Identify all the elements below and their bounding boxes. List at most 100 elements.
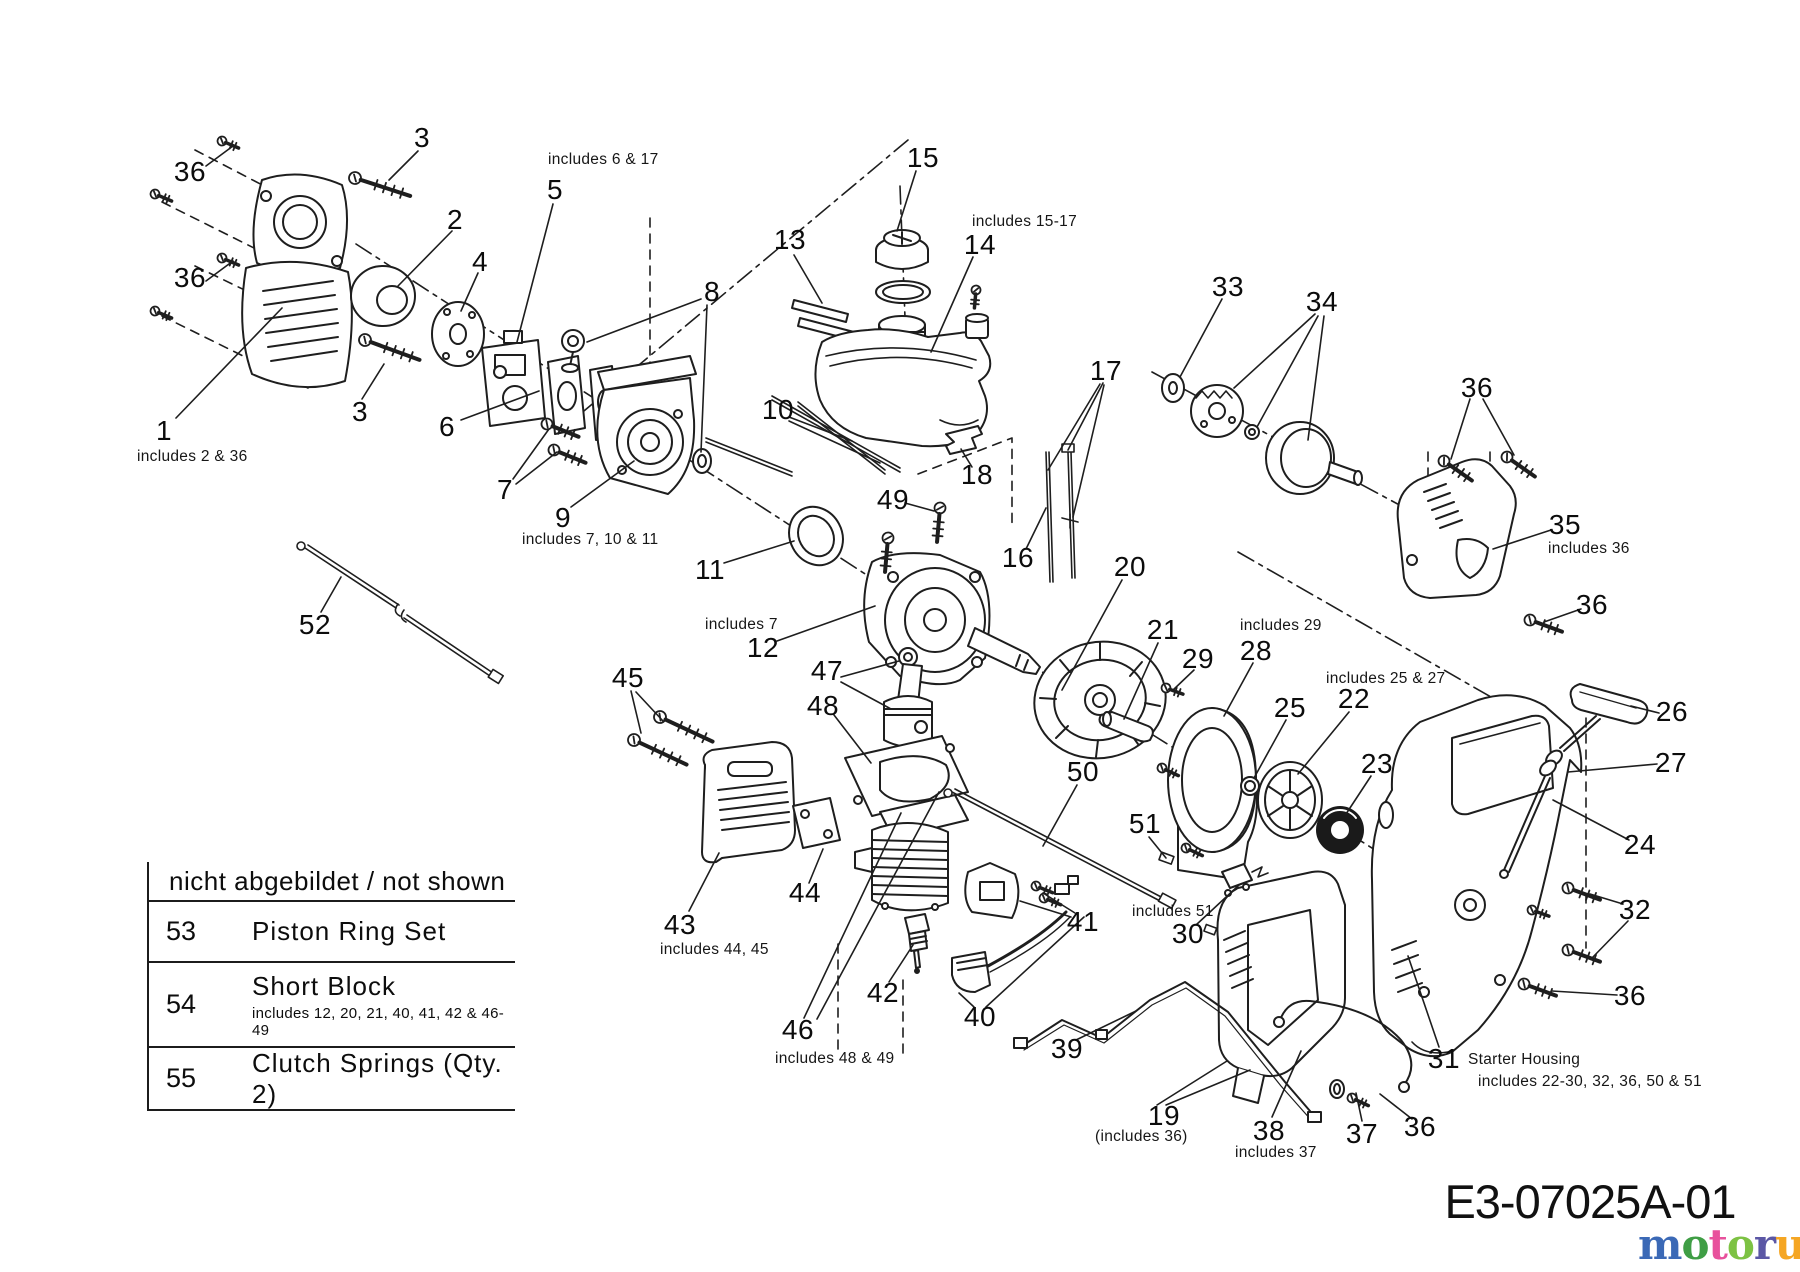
callout-28: 28 — [1239, 635, 1273, 666]
part-9-crankcase-half — [596, 355, 697, 495]
callout-11: 11 — [694, 554, 726, 585]
part-8-valve — [561, 329, 712, 474]
logo-letter: o — [1726, 1220, 1755, 1269]
part-50-throttle-cable — [943, 788, 1177, 909]
callout-8: 8 — [703, 276, 721, 307]
part-39-wire — [1013, 981, 1322, 1123]
callout-5: 5 — [546, 174, 564, 205]
leader-lines — [175, 145, 1660, 1122]
callout-36: 36 — [173, 262, 207, 293]
callout-46: 46 — [781, 1014, 815, 1045]
logo-letter: t — [1708, 1220, 1727, 1269]
callout-10: 10 — [761, 394, 795, 425]
callout-31: 31 — [1427, 1043, 1461, 1074]
part-25-o-ring — [1240, 776, 1260, 796]
note-text: includes 22-30, 32, 36, 50 & 51 — [1478, 1073, 1702, 1090]
callout-3: 3 — [351, 396, 369, 427]
callout-44: 44 — [788, 877, 822, 908]
part-23-recoil-spring — [1316, 806, 1364, 854]
part-22-starter-pulley — [1257, 761, 1323, 839]
note-text: includes 36 — [1548, 540, 1630, 557]
row-part-number: 53 — [166, 916, 197, 946]
part-28-backplate — [1167, 707, 1258, 881]
callout-23: 23 — [1360, 748, 1394, 779]
diagram-part-number: E3-07025A-01 — [1444, 1175, 1736, 1228]
note-text: includes 2 & 36 — [137, 448, 248, 465]
callout-41: 41 — [1066, 906, 1100, 937]
logo-letter: m — [1638, 1220, 1682, 1269]
callout-25: 25 — [1273, 692, 1307, 723]
callout-19: 19 — [1147, 1100, 1181, 1131]
note-text: includes 29 — [1240, 617, 1322, 634]
part-18-clip — [945, 425, 983, 455]
part-38-retainer-wire — [1273, 999, 1413, 1093]
callout-4: 4 — [471, 246, 489, 277]
part-21-pin — [1098, 711, 1154, 743]
callout-22: 22 — [1337, 683, 1371, 714]
callout-12: 12 — [746, 632, 780, 663]
note-text: Starter Housing — [1468, 1051, 1581, 1068]
logo-letter: o — [1681, 1220, 1709, 1269]
callout-13: 13 — [773, 224, 807, 255]
callout-17: 17 — [1089, 355, 1123, 386]
callout-34: 34 — [1305, 286, 1339, 317]
part-41-ignition-coil — [964, 862, 1020, 919]
callout-50: 50 — [1066, 756, 1100, 787]
part-15-fuel-cap — [875, 229, 929, 270]
callout-3: 3 — [413, 122, 431, 153]
row-part-number: 55 — [166, 1063, 197, 1093]
part-26-starter-handle — [1499, 683, 1649, 879]
part-47-piston — [883, 647, 933, 748]
callout-14: 14 — [963, 229, 997, 260]
logo-letter: u — [1775, 1220, 1800, 1269]
part-46-cylinder — [854, 794, 969, 912]
callout-7: 7 — [496, 474, 514, 505]
callout-40: 40 — [963, 1001, 997, 1032]
not-shown-table-header: nicht abgebildet / not shown — [149, 862, 515, 902]
logo-letters: motoruf — [1638, 1220, 1800, 1269]
part-11-seal-ring — [788, 505, 844, 567]
callout-20: 20 — [1113, 551, 1147, 582]
callout-15: 15 — [906, 142, 940, 173]
callout-9: 9 — [554, 502, 572, 533]
row-part-name: Clutch Springs (Qty. 2) — [252, 1047, 503, 1109]
callout-27: 27 — [1654, 747, 1688, 778]
callout-1: 1 — [155, 415, 173, 446]
note-text: includes 7 — [705, 616, 778, 633]
note-text: (includes 36) — [1095, 1128, 1188, 1145]
part-44-gasket — [792, 797, 841, 849]
callout-21: 21 — [1146, 614, 1180, 645]
callout-48: 48 — [806, 690, 840, 721]
callout-32: 32 — [1618, 894, 1652, 925]
part-52-throttle-rod — [296, 541, 505, 685]
note-text: includes 6 & 17 — [548, 151, 659, 168]
table-row: 53 Piston Ring Set — [149, 902, 515, 963]
callout-37: 37 — [1345, 1118, 1379, 1149]
callout-6: 6 — [438, 411, 456, 442]
note-text: includes 7, 10 & 11 — [522, 531, 659, 548]
part-40-plug-wire — [951, 875, 1079, 993]
part-1-engine-cover — [241, 173, 353, 389]
row-part-name: Piston Ring Set — [252, 916, 447, 946]
callout-29: 29 — [1181, 643, 1215, 674]
note-text: includes 51 — [1132, 903, 1214, 920]
callout-36: 36 — [1613, 980, 1647, 1011]
part-17-grommet — [965, 313, 989, 339]
logo-letter: r — [1753, 1220, 1776, 1269]
callout-51: 51 — [1128, 808, 1162, 839]
part-14-fuel-tank — [814, 315, 992, 448]
callout-47: 47 — [810, 655, 844, 686]
not-shown-table: nicht abgebildet / not shown 53 Piston R… — [147, 862, 515, 1111]
callout-49: 49 — [876, 484, 910, 515]
note-text: includes 37 — [1235, 1144, 1317, 1161]
part-34-clutch — [1190, 384, 1363, 495]
motoruf-logo: motoruf.de — [1638, 1220, 1800, 1269]
row-part-note: includes 12, 20, 21, 40, 41, 42 & 46-49 — [252, 1004, 505, 1039]
callout-36: 36 — [173, 156, 207, 187]
part-12-crankcase — [863, 552, 1041, 686]
callout-26: 26 — [1655, 696, 1689, 727]
part-2-bushing — [350, 265, 416, 327]
part-42-spark-plug — [904, 913, 930, 974]
part-43-muffler — [701, 741, 796, 864]
callout-36: 36 — [1460, 372, 1494, 403]
